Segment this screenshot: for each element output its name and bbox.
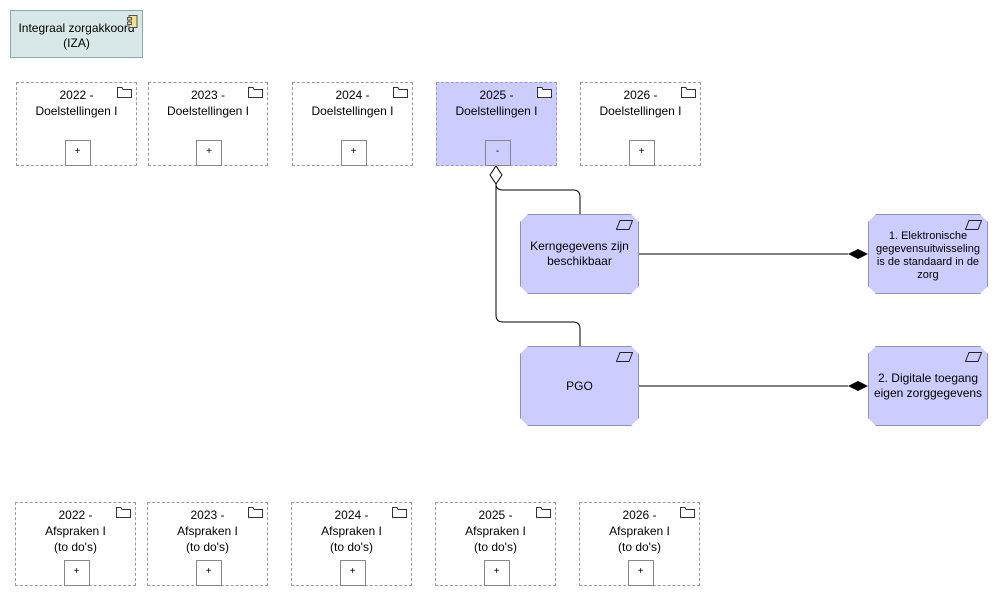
folder-icon — [681, 87, 696, 98]
group-label: 2025 - Afspraken I (to do's) — [465, 508, 526, 554]
folder-icon — [248, 87, 263, 98]
folder-icon — [116, 507, 131, 518]
group-doelstellingen-2022[interactable]: 2022 - Doelstellingen I + — [16, 82, 137, 166]
node-label: Kerngegevens zijn beschikbaar — [530, 239, 629, 268]
group-label: 2023 - Afspraken I (to do's) — [177, 508, 238, 554]
folder-icon — [392, 507, 407, 518]
node-label: 1. Elektronische gegevensuitwisseling is… — [876, 230, 980, 281]
requirement-icon — [616, 220, 633, 230]
node-kerngegevens[interactable]: Kerngegevens zijn beschikbaar — [520, 214, 639, 294]
group-afspraken-2026[interactable]: 2026 - Afspraken I (to do's) + — [579, 502, 700, 586]
group-label: 2025 - Doelstellingen I — [455, 88, 538, 118]
folder-icon — [536, 507, 551, 518]
group-label: 2026 - Afspraken I (to do's) — [609, 508, 670, 554]
composition-diamond-1 — [848, 249, 868, 259]
node-elektronisch[interactable]: 1. Elektronische gegevensuitwisseling is… — [868, 214, 988, 294]
expand-toggle[interactable]: + — [63, 560, 90, 586]
title-box-label: Integraal zorgakkoord (IZA) — [18, 21, 135, 50]
folder-icon — [537, 87, 552, 98]
group-doelstellingen-2023[interactable]: 2023 - Doelstellingen I + — [148, 82, 268, 166]
group-doelstellingen-2024[interactable]: 2024 - Doelstellingen I + — [292, 82, 413, 166]
group-label: 2024 - Afspraken I (to do's) — [321, 508, 382, 554]
group-afspraken-2025[interactable]: 2025 - Afspraken I (to do's) + — [435, 502, 556, 586]
group-doelstellingen-2025[interactable]: 2025 - Doelstellingen I - — [436, 82, 557, 166]
expand-toggle[interactable]: + — [339, 560, 366, 586]
group-label: 2026 - Doelstellingen I — [599, 88, 682, 118]
requirement-icon — [965, 220, 982, 230]
connector-pgo — [495, 184, 581, 346]
group-label: 2024 - Doelstellingen I — [311, 88, 394, 118]
expand-toggle[interactable]: + — [196, 140, 222, 166]
node-digitaal[interactable]: 2. Digitale toegang eigen zorggegevens — [868, 346, 988, 426]
expand-toggle[interactable]: + — [627, 560, 654, 586]
composition-diamond-2 — [848, 381, 868, 391]
requirement-icon — [965, 352, 982, 362]
folder-icon — [680, 507, 695, 518]
node-label: PGO — [566, 378, 593, 393]
expand-toggle[interactable]: + — [628, 140, 655, 166]
expand-toggle[interactable]: + — [483, 560, 510, 586]
group-afspraken-2022[interactable]: 2022 - Afspraken I (to do's) + — [15, 502, 136, 586]
requirement-icon — [616, 352, 633, 362]
group-doelstellingen-2026[interactable]: 2026 - Doelstellingen I + — [580, 82, 701, 166]
collapse-toggle[interactable]: - — [484, 140, 511, 166]
node-pgo[interactable]: PGO — [520, 346, 639, 426]
expand-toggle[interactable]: + — [340, 140, 367, 166]
group-afspraken-2024[interactable]: 2024 - Afspraken I (to do's) + — [291, 502, 412, 586]
folder-icon — [117, 87, 132, 98]
group-label: 2023 - Doelstellingen I — [166, 88, 250, 118]
group-label: 2022 - Doelstellingen I — [35, 88, 118, 118]
expand-toggle[interactable]: + — [64, 140, 91, 166]
node-label: 2. Digitale toegang eigen zorggegevens — [873, 371, 983, 400]
group-label: 2022 - Afspraken I (to do's) — [45, 508, 106, 554]
group-afspraken-2023[interactable]: 2023 - Afspraken I (to do's) + — [147, 502, 268, 586]
component-icon — [127, 15, 138, 28]
folder-icon — [248, 507, 263, 518]
expand-toggle[interactable]: + — [195, 560, 222, 586]
aggregation-diamond — [489, 165, 503, 185]
connector-kerngegevens — [495, 183, 581, 214]
folder-icon — [393, 87, 408, 98]
title-box[interactable]: Integraal zorgakkoord (IZA) — [10, 10, 143, 58]
